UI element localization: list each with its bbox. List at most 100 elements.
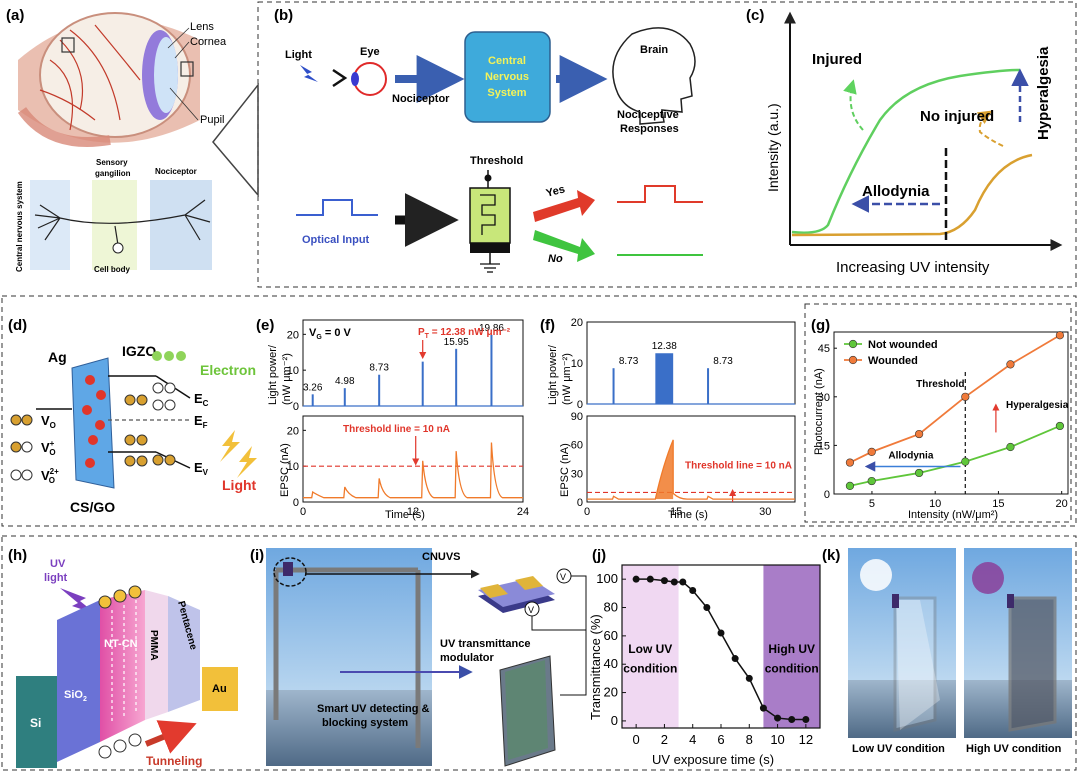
- f-light-block: [655, 353, 674, 404]
- e-xtick-label: 12: [407, 506, 419, 518]
- e-bottom-ytick-label: 0: [293, 497, 299, 509]
- igzo-label: IGZO: [122, 343, 156, 359]
- j-xtick-label: 10: [770, 732, 784, 747]
- injured-label: Injured: [812, 51, 862, 68]
- panel-h: (h) UV light Si SiO2 NT-CN PMMA Pentacen…: [8, 547, 238, 768]
- panel-e-letter: (e): [256, 317, 274, 334]
- panel-k-letter: (k): [822, 547, 840, 564]
- panel-a-letter: (a): [6, 7, 24, 24]
- optical-input-pulse: [296, 199, 378, 216]
- g-ytick-label: 45: [818, 343, 830, 355]
- g-frame: [833, 331, 1069, 495]
- optical-input-label: Optical Input: [302, 234, 370, 246]
- f-bottom-ytick-label: 30: [571, 468, 583, 480]
- j-series-point: [745, 674, 753, 682]
- c-xlabel: Increasing UV intensity: [836, 259, 990, 276]
- panel-b-letter: (b): [274, 7, 293, 24]
- e-pt-label: PT = 12.38 nW μm⁻²: [418, 327, 511, 340]
- j-high-region: [763, 565, 820, 728]
- c-ylabel: Intensity (a.u.): [765, 103, 781, 192]
- j-ytick-label: 80: [604, 600, 618, 615]
- vacancy-circles: [124, 382, 176, 467]
- j-xtick-label: 8: [746, 732, 753, 747]
- f-top-ytick-label: 0: [577, 399, 583, 411]
- e-pulse-label: 19.86: [479, 323, 504, 334]
- carrier-dots: [98, 585, 142, 759]
- pmma-layer: [145, 590, 168, 720]
- e-bottom-frame: [302, 415, 524, 503]
- responses-line1: Nociceptive: [617, 109, 679, 121]
- panel-d-letter: (d): [8, 317, 27, 334]
- f-xlabel: Time (s): [668, 509, 708, 521]
- f-light-pulse: [612, 368, 615, 404]
- j-series-point: [802, 715, 810, 723]
- j-series-point: [759, 704, 767, 712]
- sensory-label: Sensory: [96, 158, 128, 167]
- g-ytick-label: 15: [818, 440, 830, 452]
- g-ytick-label: 30: [818, 392, 830, 404]
- g-series-point-1: [1006, 360, 1015, 369]
- tunneling-label: Tunneling: [146, 754, 202, 768]
- cnuvs-device: [478, 576, 555, 613]
- g-ylabel: Photocurrent (nA): [813, 368, 825, 455]
- j-series-point: [660, 577, 668, 585]
- ntcn-layer: [100, 590, 145, 742]
- ntcn-label: NT-CN: [104, 638, 138, 650]
- e-bottom-ytick-label: 20: [287, 425, 299, 437]
- g-legend-label: Not wounded: [868, 339, 938, 351]
- g-legend-marker: [848, 355, 858, 365]
- j-high-label-2: condition: [765, 662, 819, 676]
- e-light-pulse: [421, 361, 424, 406]
- e-bottom-ytick-label: 10: [287, 461, 299, 473]
- f-bottom-ytick-label: 0: [577, 497, 583, 509]
- e-pulse-label: 8.73: [369, 363, 389, 374]
- ag-label: Ag: [48, 349, 67, 365]
- g-xlabel: Intensity (nW/μm²): [908, 509, 998, 521]
- j-xtick-label: 6: [717, 732, 724, 747]
- au-label: Au: [212, 683, 227, 695]
- j-series-point: [646, 575, 654, 583]
- g-xtick-label: 5: [869, 498, 875, 510]
- f-xtick-label: 15: [670, 506, 682, 518]
- electron-label: Electron: [200, 362, 256, 378]
- f-top-ylabel-1: Light power/: [547, 344, 559, 405]
- gangilion-label: gangilion: [95, 169, 131, 178]
- g-series-point-1: [845, 458, 855, 467]
- g-series-point-0: [1006, 442, 1015, 452]
- ev-label: EV: [194, 460, 209, 477]
- panel-i-letter: (i): [250, 547, 264, 564]
- e-light-pulse: [311, 394, 314, 406]
- responses-line2: Responses: [620, 123, 679, 135]
- low-uv-label: Low UV condition: [852, 743, 945, 755]
- e-top-ylabel-2: (nW μm⁻²): [281, 353, 293, 405]
- f-bottom-frame: [586, 415, 796, 503]
- yes-label: Yes: [545, 183, 566, 200]
- nociceptor-b-label: Nociceptor: [392, 93, 450, 105]
- f-top-ytick-label: 10: [571, 358, 583, 370]
- f-top-ytick-label: 20: [571, 317, 583, 329]
- g-series-point-0: [961, 457, 970, 466]
- window-frame: [273, 567, 421, 748]
- cornea-label: Cornea: [190, 36, 227, 48]
- g-series-point-0: [1055, 421, 1065, 431]
- j-series-point: [774, 714, 782, 722]
- panel-h-letter: (h): [8, 547, 27, 564]
- cns-box: [464, 31, 551, 123]
- f-epsc-fill: [655, 439, 674, 500]
- si-layer: [16, 676, 57, 768]
- light-d-label: Light: [222, 477, 257, 493]
- f-bottom-ylabel: EPSC (nA): [559, 443, 571, 497]
- j-ytick-label: 20: [604, 685, 618, 700]
- panel-k: (k) Low UV condition High UV condition: [822, 547, 1072, 755]
- e-light-pulse: [378, 374, 381, 406]
- f-threshold-label: Threshold line = 10 nA: [685, 461, 792, 472]
- cns-line1: Central: [488, 55, 526, 67]
- panel-g-frame: [804, 303, 1072, 523]
- uv-label-1: UV: [50, 558, 66, 570]
- j-xtick-label: 2: [661, 732, 668, 747]
- head-icon: [612, 27, 696, 125]
- j-series-point: [670, 578, 678, 586]
- cns-line3: System: [487, 87, 526, 99]
